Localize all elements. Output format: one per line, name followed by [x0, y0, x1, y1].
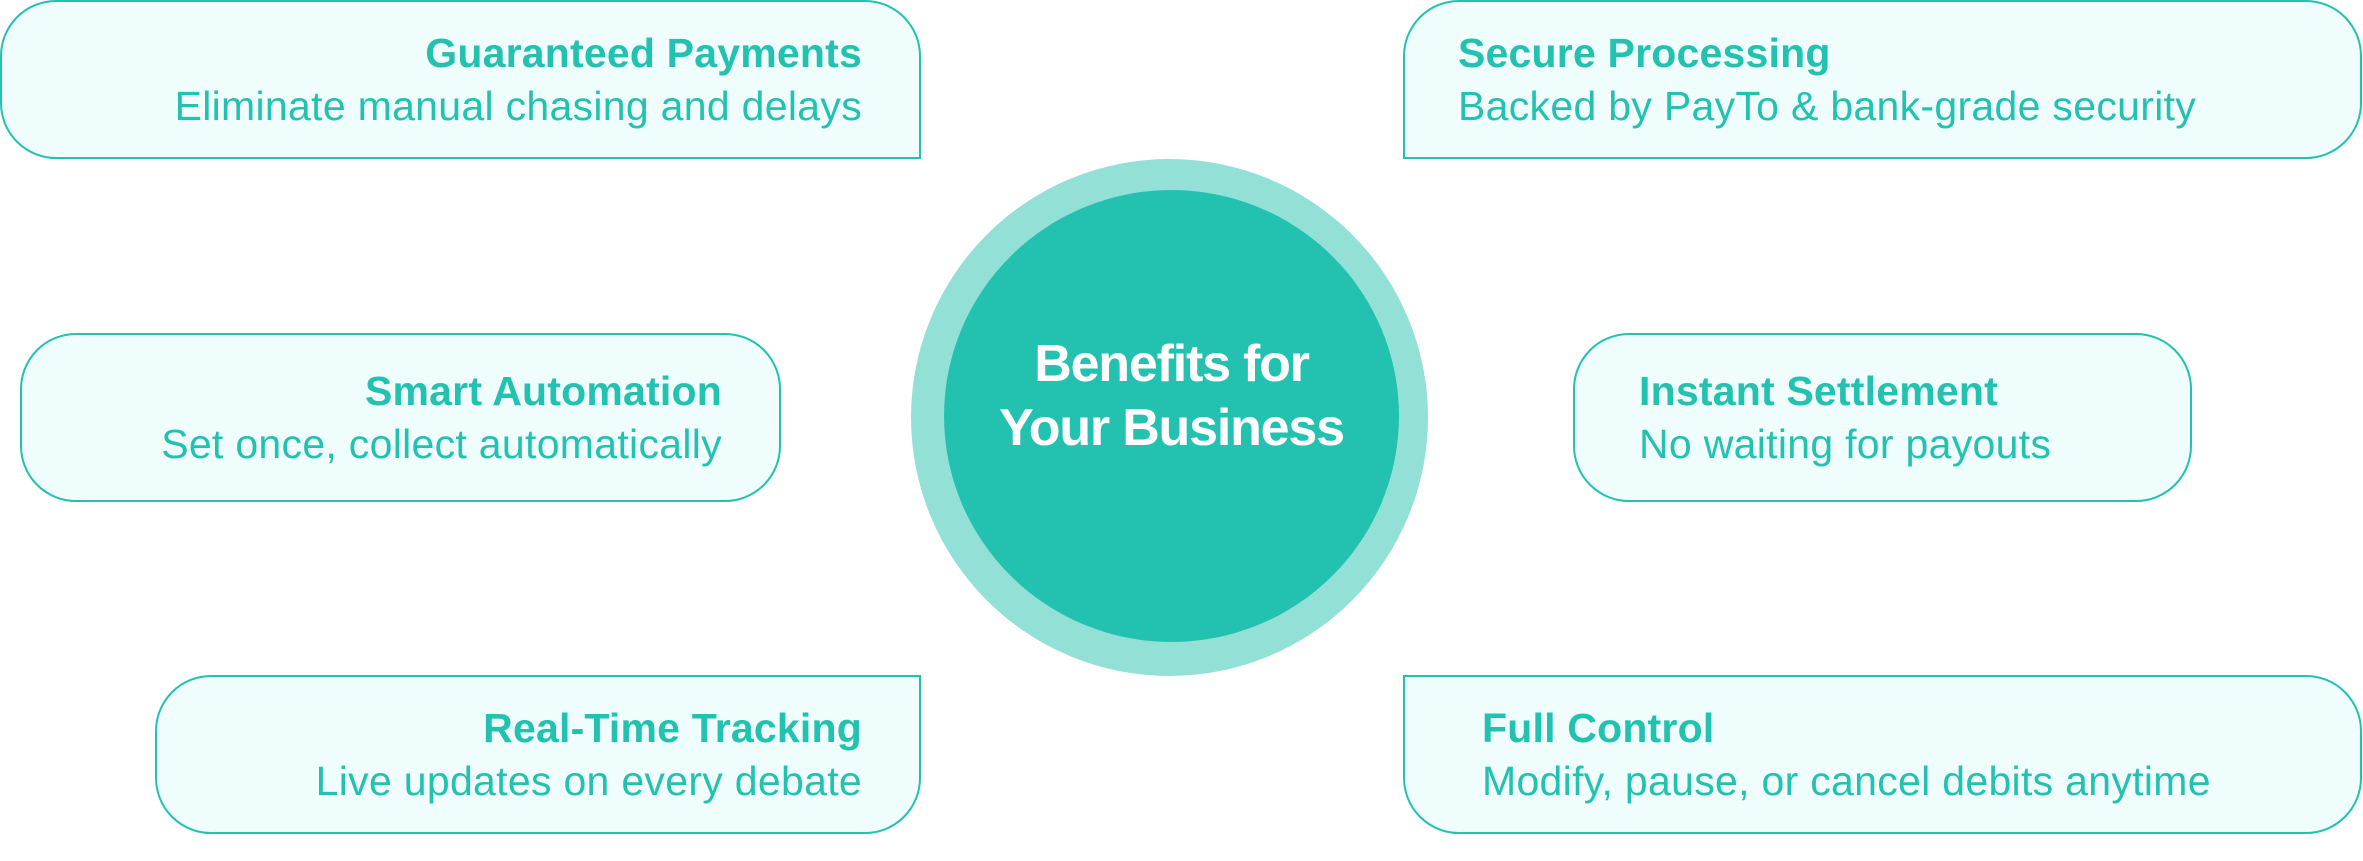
hub-title-line-1: Benefits for — [1034, 335, 1310, 393]
benefit-title: Secure Processing — [1458, 29, 1831, 76]
hub-title-line-2: Your Business — [999, 399, 1345, 457]
benefit-title: Smart Automation — [364, 367, 722, 414]
benefit-card-full-control: Full Control Modify, pause, or cancel de… — [1403, 675, 2362, 834]
benefit-card-secure-processing: Secure Processing Backed by PayTo & bank… — [1403, 0, 2362, 159]
benefit-card-real-time-tracking: Real-Time Tracking Live updates on every… — [155, 675, 921, 834]
benefit-description: Backed by PayTo & bank-grade security — [1458, 82, 2197, 129]
benefit-description: Modify, pause, or cancel debits anytime — [1482, 757, 2211, 804]
benefit-card-smart-automation: Smart Automation Set once, collect autom… — [20, 333, 781, 502]
benefit-card-instant-settlement: Instant Settlement No waiting for payout… — [1573, 333, 2192, 502]
benefit-title: Guaranteed Payments — [425, 29, 862, 76]
benefit-description: Live updates on every debate — [315, 757, 862, 804]
benefit-description: No waiting for payouts — [1639, 420, 2052, 467]
benefit-card-guaranteed-payments: Guaranteed Payments Eliminate manual cha… — [0, 0, 921, 159]
benefit-title: Instant Settlement — [1639, 367, 1998, 414]
hub-title: Benefits for Your Business — [999, 332, 1345, 460]
center-hub: Benefits for Your Business — [944, 190, 1399, 642]
benefit-description: Set once, collect automatically — [161, 420, 722, 467]
benefit-title: Real-Time Tracking — [483, 704, 862, 751]
benefit-description: Eliminate manual chasing and delays — [174, 82, 862, 129]
benefit-title: Full Control — [1482, 704, 1715, 751]
